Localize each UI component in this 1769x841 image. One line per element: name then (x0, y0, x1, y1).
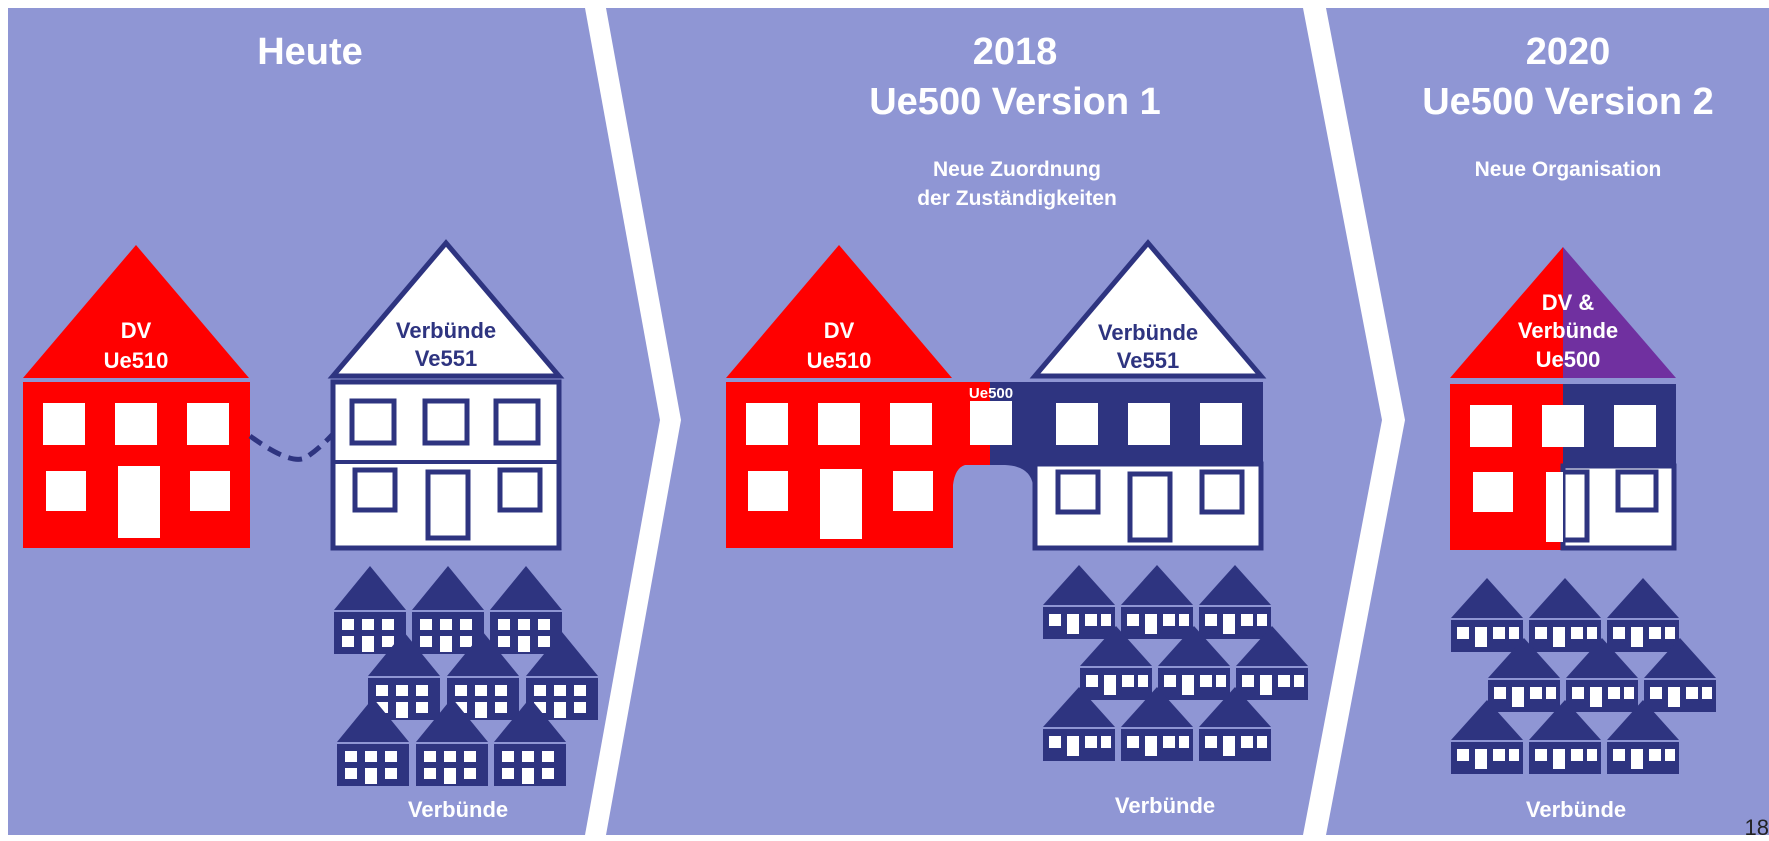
merged-house-roof-red (1450, 247, 1563, 378)
panel-2018-title: 2018 (973, 31, 1058, 73)
merged-house-roof-purple (1563, 247, 1676, 378)
dv-house-2018-roof (726, 245, 952, 378)
dv-house: DV Ue510 (23, 245, 250, 548)
verbuende-house-2018-roof (1029, 239, 1267, 379)
panel-2020-title: 2020 (1526, 31, 1611, 73)
panel-heute-footer: Verbünde (408, 797, 508, 822)
merged-house-label-line2: Verbünde (1518, 318, 1618, 343)
dv-house-label-line2: Ue510 (104, 348, 169, 373)
verbuende-house-label-line1: Verbünde (396, 318, 496, 343)
verbuende-house-roof (327, 239, 565, 379)
panel-2018: 2018 Ue500 Version 1 Neue Zuordnung der … (726, 31, 1308, 818)
dv-house-2018-label-line1: DV (824, 318, 855, 343)
panel-2020-subtitle: Neue Organisation (1475, 158, 1662, 181)
dv-house-label-line1: DV (121, 318, 152, 343)
page-number: 18 (1744, 815, 1769, 840)
panel-2020-footer: Verbünde (1526, 797, 1626, 822)
panel-2018-subtitle-line2: der Zuständigkeiten (917, 187, 1117, 210)
merged-house-2020: DV & Verbünde Ue500 (1450, 247, 1677, 551)
dashed-connector (248, 432, 335, 462)
ue500-bridge: Ue500 (969, 382, 1035, 548)
panel-heute-title: Heute (257, 31, 363, 73)
panel-2018-title-line2: Ue500 Version 1 (869, 81, 1161, 123)
verbuende-house-2018-label-line2: Ve551 (1117, 348, 1179, 373)
panel-2020: 2020 Ue500 Version 2 Neue Organisation D… (1422, 31, 1716, 822)
dv-house-2018: DV Ue510 (726, 245, 990, 548)
verbuende-house-windows (349, 398, 543, 541)
dv-house-door (118, 466, 160, 538)
panel-heute: Heute DV Ue510 (23, 31, 598, 822)
verbuende-house-2018-label-line1: Verbünde (1098, 320, 1198, 345)
panel-2020-title-line2: Ue500 Version 2 (1422, 81, 1714, 123)
dv-house-windows (43, 403, 230, 511)
dv-house-roof (23, 245, 249, 378)
merged-house-label-line3: Ue500 (1536, 347, 1601, 372)
panel-2018-footer: Verbünde (1115, 793, 1215, 818)
dv-house-2018-label-line2: Ue510 (807, 348, 872, 373)
verbuende-house-2018: Verbünde Ve551 (1029, 239, 1267, 551)
merged-house-label-line1: DV & (1542, 290, 1595, 315)
verbuende-house-body (330, 379, 562, 551)
panel-2018-subtitle: Neue Zuordnung (933, 158, 1101, 181)
verbuende-house: Verbünde Ve551 (327, 239, 565, 551)
verbuende-house-label-line2: Ve551 (415, 346, 477, 371)
ue500-bridge-label: Ue500 (969, 385, 1013, 402)
